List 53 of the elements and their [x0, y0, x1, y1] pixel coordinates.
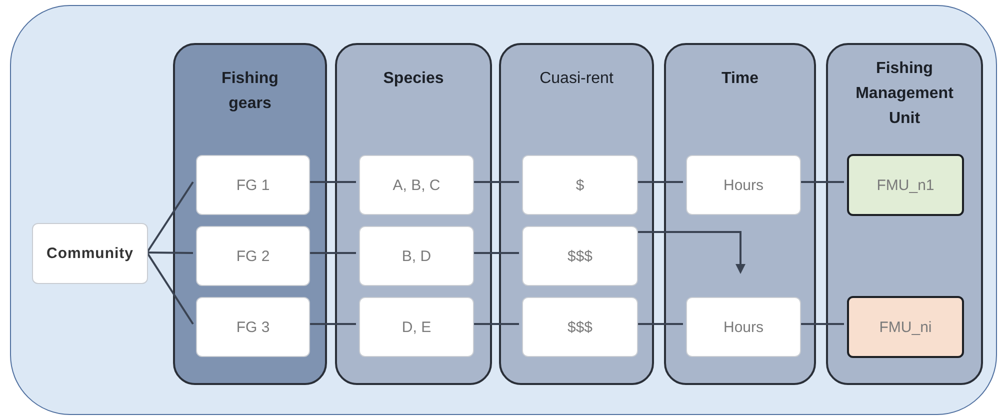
box-label: $ [576, 176, 584, 194]
connector-line [307, 181, 356, 183]
process-box [359, 297, 474, 357]
connector-line [471, 252, 519, 254]
box-label: Community [46, 245, 134, 262]
connector-line [635, 323, 683, 325]
column-heading: Fishing Management Unit [854, 59, 954, 129]
box-label: Hours [723, 318, 764, 336]
box-label: FG 3 [236, 318, 270, 336]
connector-line [307, 323, 356, 325]
process-box [359, 226, 474, 286]
connector-line [146, 181, 194, 254]
column-heading: Cuasi-rent [538, 69, 614, 89]
connector-line [146, 252, 194, 325]
connector-line [146, 252, 194, 254]
process-box [196, 226, 310, 286]
column-panel [499, 43, 654, 385]
process-box [359, 155, 474, 215]
box-label: B, D [402, 248, 432, 264]
column-panel [173, 43, 327, 385]
process-box [196, 297, 310, 357]
box-label: $$$ [567, 318, 593, 336]
process-box [32, 223, 148, 284]
connector-line [471, 323, 519, 325]
connector-line [635, 181, 683, 183]
box-label: $$$ [567, 248, 593, 264]
box-label: Hours [723, 176, 764, 194]
column-panel [664, 43, 816, 385]
column-panel [826, 43, 983, 385]
column-heading: Species [382, 69, 445, 89]
box-label: FG 2 [236, 248, 270, 264]
box-label: A, B, C [392, 176, 440, 194]
connector-line [635, 231, 746, 274]
connector-line [798, 181, 844, 183]
box-label: D, E [402, 318, 432, 336]
process-box [847, 154, 964, 216]
process-box [686, 297, 801, 357]
background-panel [10, 5, 997, 415]
box-label: FMU_n1 [876, 176, 934, 194]
column-panel [335, 43, 492, 385]
process-box [196, 155, 310, 215]
column-heading: Time [720, 69, 760, 89]
process-box [686, 155, 801, 215]
process-box [522, 155, 638, 215]
process-box [522, 226, 638, 286]
connector-line [471, 181, 519, 183]
connector-line [798, 323, 844, 325]
box-label: FG 1 [236, 176, 270, 194]
column-heading: Fishing gears [220, 69, 280, 114]
process-box [847, 296, 964, 358]
box-label: FMU_ni [879, 318, 932, 336]
connector-line [307, 252, 356, 254]
process-box [522, 297, 638, 357]
